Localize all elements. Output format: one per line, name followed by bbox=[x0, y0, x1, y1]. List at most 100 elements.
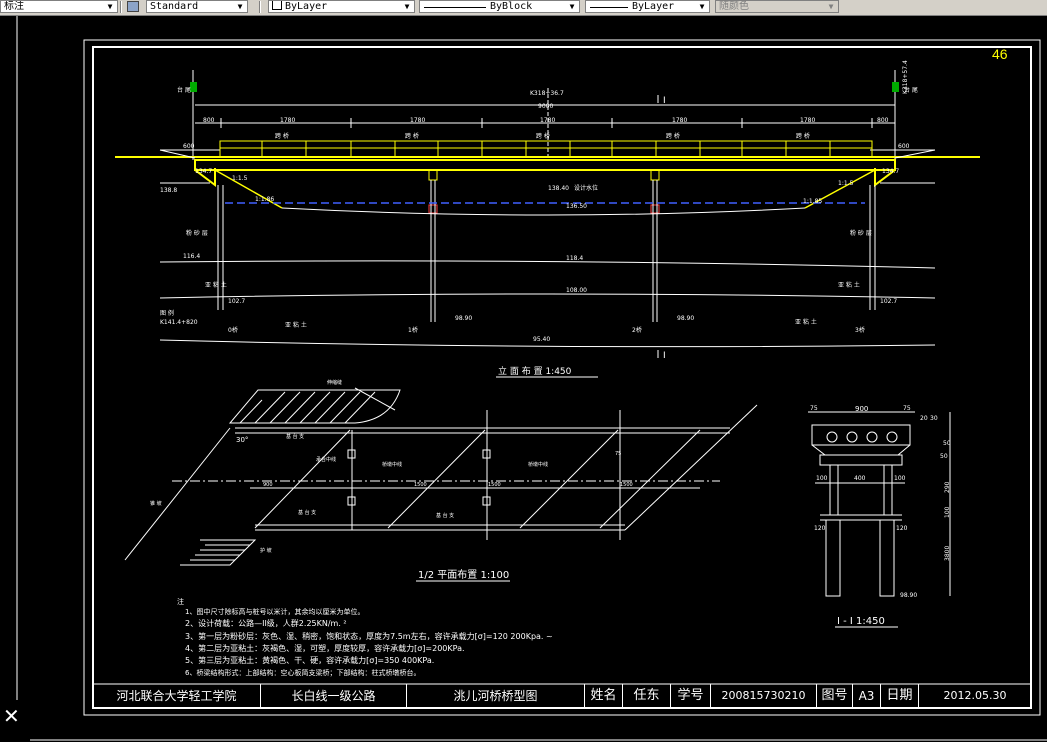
pier-2-tie bbox=[650, 204, 660, 214]
elev-low: 108.00 bbox=[566, 287, 587, 294]
lineweight-value: ByLayer bbox=[632, 1, 675, 12]
elev-p1: 98.90 bbox=[455, 315, 472, 322]
chevron-down-icon[interactable]: ▼ bbox=[237, 2, 243, 11]
span-ticks bbox=[220, 118, 873, 128]
dimension-style-combo[interactable]: 标注 ▼ bbox=[0, 0, 118, 13]
section-top-width: 900 bbox=[855, 405, 868, 413]
plot-style-combo: 随颜色 ▼ bbox=[715, 0, 839, 13]
plan-labels: 伸缩缝 30° 900 1500 1500 1500 承台中线 桥墩中线 桥墩中… bbox=[150, 379, 633, 554]
chevron-down-icon[interactable]: ▼ bbox=[107, 2, 113, 11]
section-col-dim-1: 120 bbox=[814, 525, 826, 532]
pier-label-3: 3桥 bbox=[855, 326, 865, 334]
soil-label-7: 图 例 bbox=[160, 309, 174, 317]
section-base-elev: 98.90 bbox=[900, 592, 917, 599]
layer-color-combo[interactable]: ByLayer ▼ bbox=[268, 0, 415, 13]
pile-mark-2 bbox=[347, 496, 356, 506]
section-mark-label-bottom: I bbox=[663, 351, 666, 361]
plan-tag-expansion: 伸缩缝 bbox=[327, 379, 342, 386]
fig-label: 图号 bbox=[817, 684, 853, 708]
fig-number: A3 bbox=[853, 684, 881, 708]
soil-label-1: 粉 砂 层 bbox=[186, 229, 208, 237]
pile-mark-1 bbox=[347, 449, 356, 459]
cone-slope-outline bbox=[228, 389, 401, 424]
elev-right-pile: 102.7 bbox=[880, 298, 897, 305]
chevron-down-icon[interactable]: ▼ bbox=[699, 2, 705, 11]
chevron-down-icon: ▼ bbox=[828, 2, 834, 11]
left-slope-line bbox=[214, 169, 283, 209]
plan-span-3: 1500 bbox=[488, 482, 501, 488]
title-block: 河北联合大学轻工学院 长白线一级公路 洮儿河桥桥型图 姓名 任东 学号 2008… bbox=[93, 684, 1031, 708]
plot-style-value: 随颜色 bbox=[719, 1, 749, 12]
left-end-marker-icon bbox=[190, 82, 197, 92]
right-skew-edge bbox=[624, 404, 758, 531]
plan-tag-1: 承台中线 bbox=[316, 456, 336, 463]
soil-label-3: 亚 粘 土 bbox=[205, 281, 227, 289]
hollow-slab-4 bbox=[886, 431, 898, 443]
elev-left-top: 134.7 bbox=[195, 168, 212, 175]
text-style-icon[interactable] bbox=[127, 1, 139, 12]
span-label-4: 跨 桥 bbox=[666, 132, 680, 140]
section-col-dim-2: 120 bbox=[896, 525, 908, 532]
cone-hatch bbox=[239, 391, 376, 424]
water-label: 设计水位 bbox=[574, 184, 598, 192]
elev-left-pile: 102.7 bbox=[228, 298, 245, 305]
date-value: 2012.05.30 bbox=[943, 689, 1007, 702]
span-label-5: 跨 桥 bbox=[796, 132, 810, 140]
riverbed-profile bbox=[281, 207, 806, 216]
left-station-label: K141.4+820 bbox=[160, 319, 198, 326]
slope-right-label: 1:1.5 bbox=[838, 180, 854, 187]
right-station-label: K318+57.4 bbox=[902, 60, 909, 94]
layer-color-value: ByLayer bbox=[285, 1, 328, 12]
sheet-outer-border bbox=[83, 39, 1041, 716]
note-line-5: 5、第三层为亚粘土：黄褐色、干、硬，容许承载力[σ]=350 400KPa. bbox=[185, 655, 434, 665]
linetype-combo[interactable]: ByBlock ▼ bbox=[419, 0, 580, 13]
section-height-2: 100 bbox=[944, 506, 951, 518]
hollow-slab-1 bbox=[826, 431, 838, 443]
span-dim-5: 1780 bbox=[800, 117, 815, 124]
elev-p2: 98.90 bbox=[677, 315, 694, 322]
skew-line-4 bbox=[599, 429, 701, 529]
section-height-1: 290 bbox=[944, 481, 951, 493]
plan-tag-4: 基 台 支 bbox=[286, 433, 304, 440]
text-style-combo[interactable]: Standard ▼ bbox=[146, 0, 248, 13]
elev-right-top: 134.7 bbox=[882, 168, 899, 175]
span-label-3: 跨 桥 bbox=[536, 132, 550, 140]
chevron-down-icon[interactable]: ▼ bbox=[569, 2, 575, 11]
section-mid-dim-3: 100 bbox=[894, 475, 906, 482]
skew-line-2 bbox=[387, 429, 486, 529]
ucs-icon: ✕ bbox=[3, 704, 20, 728]
skew-line-1 bbox=[254, 429, 351, 529]
section-right-dim-2: 50 bbox=[943, 440, 951, 447]
elevation-labels: 台 尾 台 尾 K318+36.7 K318+57.4 I I 9000 800… bbox=[160, 60, 918, 361]
soil-layer-3 bbox=[159, 339, 936, 348]
elevation-title: 立 面 布 置 1:450 bbox=[498, 365, 572, 377]
project-name: 长白线一级公路 bbox=[261, 684, 407, 708]
toolbar-separator bbox=[259, 1, 261, 13]
section-height-3: 3800 bbox=[944, 546, 951, 561]
drawing-name: 洮儿河桥桥型图 bbox=[407, 684, 585, 708]
slope-a-label: 1:1.86 bbox=[255, 196, 274, 203]
left-abutment bbox=[194, 168, 216, 187]
lineweight-combo[interactable]: ByLayer ▼ bbox=[585, 0, 710, 13]
drawing-canvas[interactable]: 台 尾 台 尾 K318+36.7 K318+57.4 I I 9000 800… bbox=[0, 16, 1047, 742]
span-dim-4: 1780 bbox=[672, 117, 687, 124]
railing-posts bbox=[261, 141, 831, 157]
elev-left-2: 138.8 bbox=[160, 187, 177, 194]
section-mark-label-top: I bbox=[663, 96, 666, 106]
pile-mark-3 bbox=[482, 449, 491, 459]
column-right bbox=[883, 464, 893, 516]
plan-title: 1/2 平面布置 1:100 bbox=[418, 569, 509, 581]
deck-section bbox=[811, 424, 911, 446]
right-slope-line bbox=[804, 169, 876, 209]
name-label: 姓名 bbox=[585, 684, 623, 708]
elev-mid: 118.4 bbox=[566, 255, 583, 262]
left-embankment-line bbox=[159, 149, 196, 159]
chevron-down-icon[interactable]: ▼ bbox=[404, 2, 410, 11]
student-id: 200815730210 bbox=[711, 684, 817, 708]
school-name: 河北联合大学轻工学院 bbox=[93, 684, 261, 708]
right-embankment-line bbox=[894, 149, 936, 159]
plan-tag-2: 桥墩中线 bbox=[382, 461, 402, 468]
section-side-dim-left: 75 bbox=[810, 405, 818, 412]
text-style-value: Standard bbox=[150, 1, 199, 12]
dimension-style-value: 标注 bbox=[4, 1, 24, 12]
